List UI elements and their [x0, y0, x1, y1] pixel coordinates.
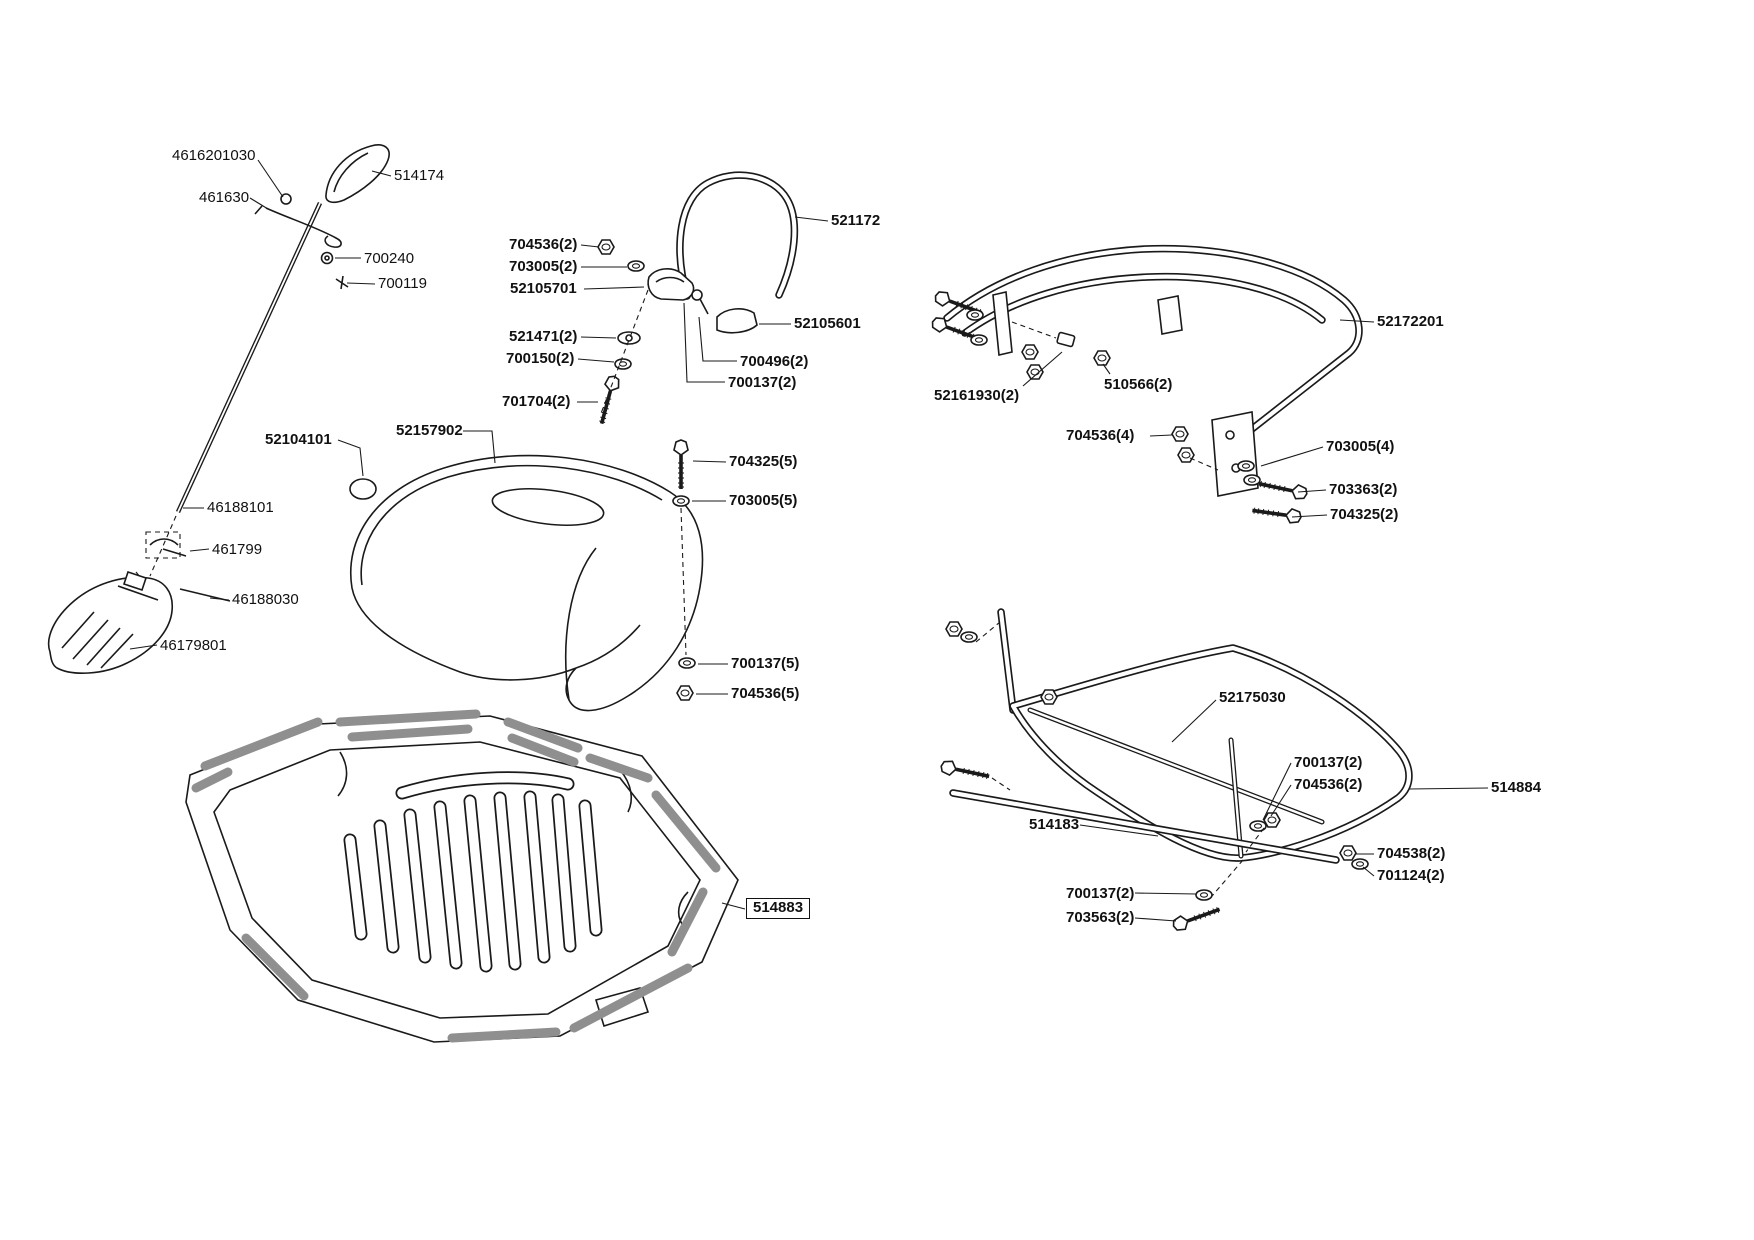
part-label: 701704(2) — [502, 393, 571, 410]
part-label: 4616201030 — [172, 147, 256, 164]
deck-pan — [185, 715, 739, 1043]
bag-frame-assembly — [937, 608, 1413, 935]
part-label: 514884 — [1491, 779, 1542, 796]
clip — [280, 193, 292, 205]
part-label: 704536(4) — [1066, 427, 1135, 444]
part-label: 700137(2) — [1294, 754, 1363, 771]
grip — [325, 144, 390, 204]
part-label: 700137(5) — [731, 655, 800, 672]
part-label: 704325(5) — [729, 453, 798, 470]
frame-bracket — [1211, 411, 1259, 497]
part-label: 52172201 — [1377, 313, 1444, 330]
frame-tab — [1157, 295, 1183, 335]
mount-cover — [716, 308, 758, 334]
part-label: 701124(2) — [1377, 867, 1445, 884]
plug — [349, 478, 377, 500]
control-rod-assembly — [47, 144, 390, 674]
part-label: 704325(2) — [1330, 506, 1399, 523]
part-label: 704536(2) — [509, 236, 578, 253]
part-label: 703005(4) — [1326, 438, 1395, 455]
part-label: 510566(2) — [1104, 376, 1173, 393]
part-label: 703005(2) — [509, 258, 578, 275]
deck-pan-assembly — [185, 709, 739, 1043]
part-label: 46188101 — [207, 499, 274, 516]
part-label: 700137(2) — [1066, 885, 1135, 902]
cover-handle-slot — [491, 487, 605, 527]
part-label: 514174 — [394, 167, 445, 184]
part-label: 704536(5) — [731, 685, 800, 702]
part-label: 52104101 — [265, 431, 332, 448]
part-label: 703563(2) — [1066, 909, 1135, 926]
part-label: 700150(2) — [506, 350, 575, 367]
loop-handle-assembly — [593, 171, 799, 428]
part-label: 461799 — [212, 541, 263, 558]
rear-frame-assembly — [928, 244, 1363, 526]
callout-lines — [129, 159, 1489, 922]
part-label: 52175030 — [1219, 689, 1286, 706]
part-label: 52157902 — [396, 422, 463, 439]
part-label: 521172 — [831, 212, 881, 229]
handle-mount — [647, 268, 695, 301]
part-label: 700240 — [364, 250, 415, 267]
part-label: 52161930(2) — [934, 387, 1020, 404]
part-label: 52105701 — [510, 280, 577, 297]
part-label: 700137(2) — [728, 374, 797, 391]
discharge-housing — [47, 576, 173, 674]
part-label: 703005(5) — [729, 492, 798, 509]
cover-assembly — [349, 438, 704, 712]
part-label: 461630 — [199, 189, 250, 206]
part-label: 703363(2) — [1329, 481, 1398, 498]
part-label: 521471(2) — [509, 328, 578, 345]
part-label: 46179801 — [160, 637, 227, 654]
deck-edge-rails — [191, 709, 721, 1043]
part-label: 46188030 — [232, 591, 299, 608]
part-label: 514183 — [1029, 816, 1080, 833]
cover — [350, 454, 704, 712]
part-label: 704538(2) — [1377, 845, 1446, 862]
part-label: 700496(2) — [740, 353, 809, 370]
part-label: 700119 — [378, 275, 427, 292]
part-label: 704536(2) — [1294, 776, 1363, 793]
part-label: 52105601 — [794, 315, 861, 332]
part-label: 514883 — [746, 898, 811, 919]
